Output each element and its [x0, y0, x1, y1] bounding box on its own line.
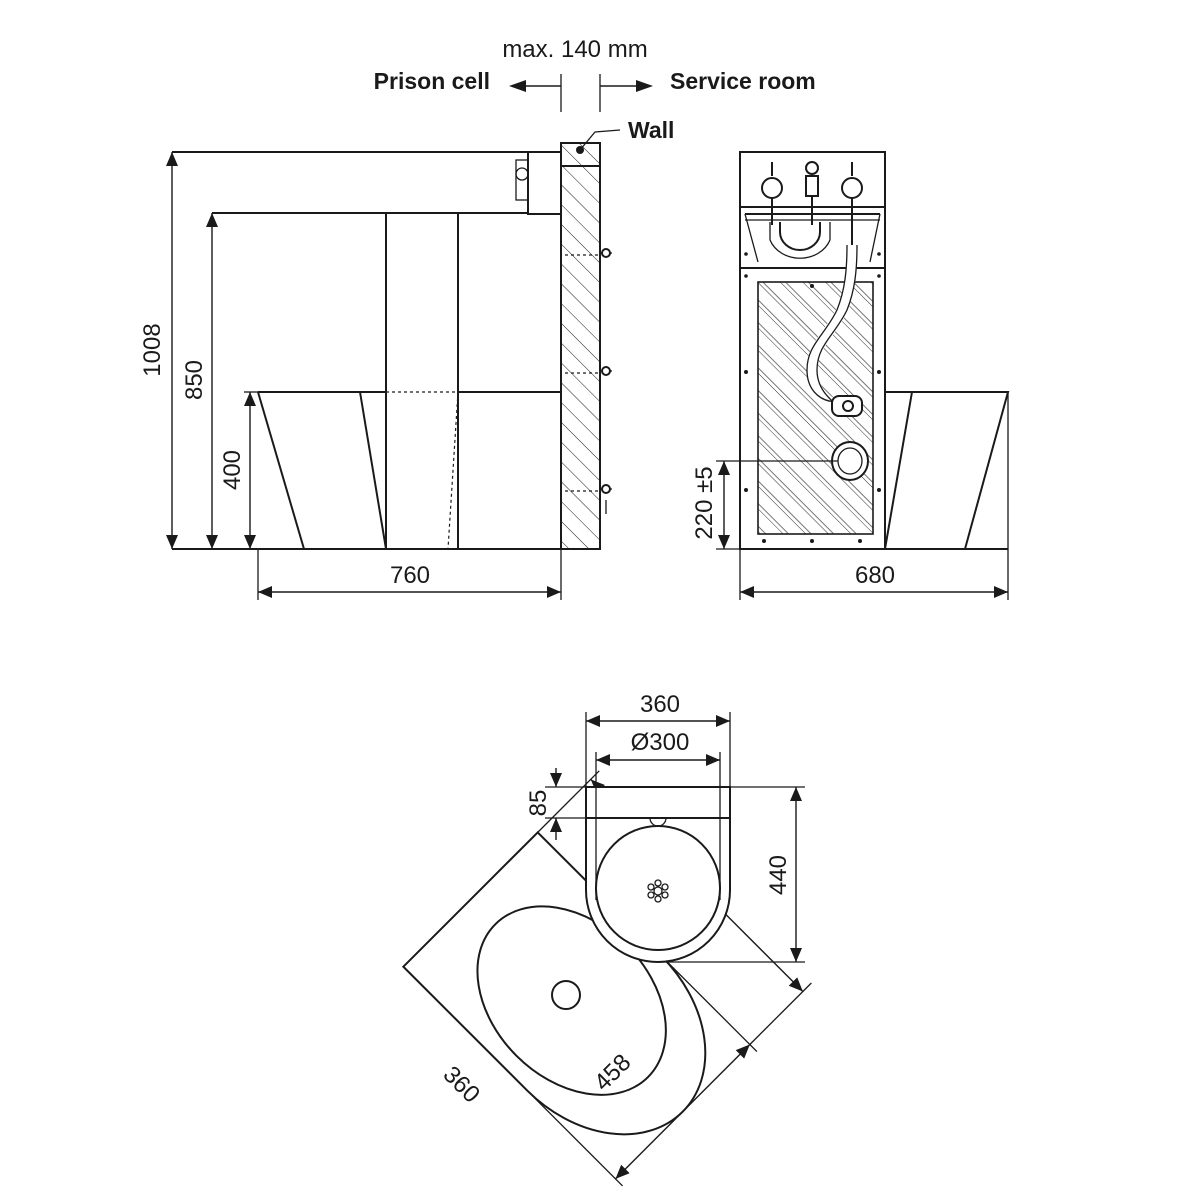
dim-depth: 760 — [390, 562, 430, 589]
valve-right-icon — [841, 177, 863, 199]
rear-view: 220 ±5 680 — [691, 151, 1010, 600]
dim-basin-depth: 440 — [765, 855, 792, 895]
dim-outlet-height: 220 ±5 — [691, 466, 718, 539]
right-room-label: Service room — [670, 68, 816, 94]
header: max. 140 mm Prison cell Service room Wal… — [374, 36, 816, 154]
drain-icon — [647, 879, 669, 903]
top-view: 360 458 360 Ø300 — [401, 691, 812, 1187]
toilet-bowl-rear — [885, 391, 1010, 550]
arrow-right-icon — [636, 80, 653, 92]
pedestal-column — [385, 212, 459, 550]
dim-basin-diameter: Ø300 — [631, 729, 690, 756]
valve-left-icon — [761, 177, 783, 199]
dim-bowl-width: 360 — [438, 1061, 485, 1108]
left-room-label: Prison cell — [374, 68, 490, 94]
basin-housing — [172, 151, 529, 214]
wall-section — [560, 142, 601, 550]
dim-width: 680 — [855, 562, 895, 589]
dim-height-bowl: 400 — [219, 450, 246, 490]
dim-basin-width: 360 — [640, 691, 680, 718]
frame-screws — [744, 284, 881, 543]
gap-label: max. 140 mm — [502, 36, 647, 63]
wall-label: Wall — [628, 117, 674, 143]
dim-height-total: 1008 — [139, 323, 166, 376]
supply-hose — [806, 244, 858, 412]
dim-rim-depth: 85 — [525, 790, 552, 817]
dim-height-basin: 850 — [181, 360, 208, 400]
valve-middle-icon — [805, 161, 819, 175]
arrow-left-icon — [509, 80, 526, 92]
bowl-outlet-icon — [551, 980, 581, 1010]
side-view: 1008 850 400 760 — [139, 142, 612, 600]
sensor-icon — [515, 167, 529, 181]
trap-pipe — [779, 222, 821, 251]
wall-bolts — [565, 248, 612, 514]
valves — [761, 161, 863, 245]
flush-valve-icon — [831, 395, 863, 417]
basin-top — [585, 786, 731, 963]
